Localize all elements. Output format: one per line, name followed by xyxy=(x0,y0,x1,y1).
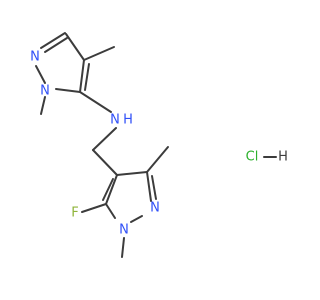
bond xyxy=(146,146,169,173)
bond xyxy=(79,59,85,93)
linker xyxy=(92,127,118,176)
bond xyxy=(84,63,90,91)
bond xyxy=(151,175,157,200)
atom-labels: N N N H N N F Cl H xyxy=(30,50,288,238)
bond xyxy=(92,149,118,176)
bond xyxy=(44,37,68,53)
top-pyrazole xyxy=(35,32,115,115)
nitrogen-label: N xyxy=(40,84,50,99)
bond xyxy=(83,46,115,61)
amine-nitrogen-label: N xyxy=(110,113,120,128)
bond xyxy=(40,96,46,115)
hcl-hydrogen-label: H xyxy=(278,150,288,165)
structure-svg-final: N N N H N N F Cl H xyxy=(30,32,288,258)
bond xyxy=(40,32,66,49)
bond xyxy=(146,171,152,202)
bond xyxy=(121,237,125,258)
bottom-pyrazole xyxy=(81,146,169,258)
bond xyxy=(79,91,112,113)
nitrogen-label: N xyxy=(30,50,40,65)
nitrogen-label: N xyxy=(119,223,129,238)
bond xyxy=(55,88,81,93)
bond xyxy=(102,178,114,201)
bond xyxy=(116,171,148,176)
bond xyxy=(105,203,116,219)
bond xyxy=(92,127,117,151)
bond xyxy=(105,174,118,205)
chlorine-label: Cl xyxy=(246,150,259,165)
bond xyxy=(130,215,143,223)
bond xyxy=(35,65,46,84)
molecule-diagram: N N N H N N F Cl H xyxy=(30,29,288,258)
bond xyxy=(65,33,85,61)
bond xyxy=(81,203,107,213)
amine-hydrogen-label: H xyxy=(123,113,133,128)
fluorine-label: F xyxy=(71,206,78,221)
nitrogen-label: N xyxy=(150,201,160,216)
